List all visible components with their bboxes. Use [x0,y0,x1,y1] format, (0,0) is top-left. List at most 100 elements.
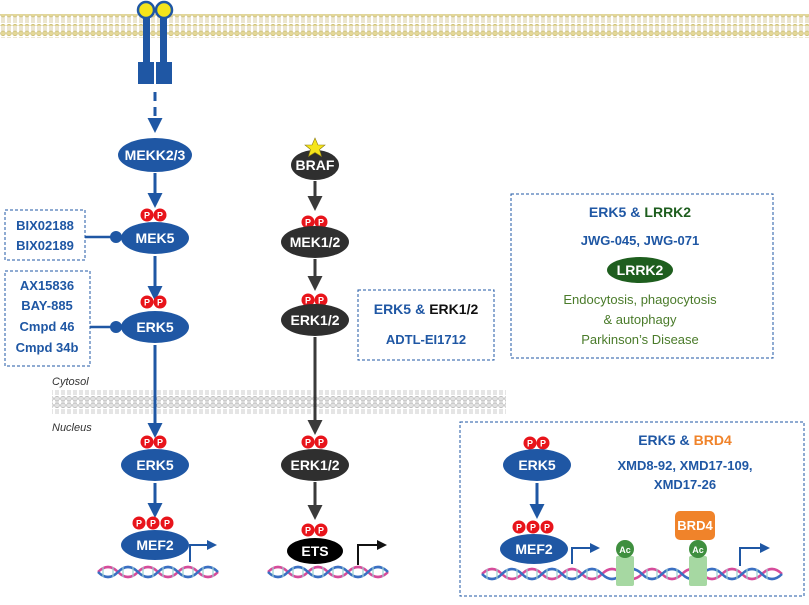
dual-erk-title-amp: & [415,301,425,317]
lrrk2-node [607,257,673,283]
brd4-panel-mef2-node [500,534,568,564]
phospho-label: P [318,526,324,536]
ets-node [287,538,343,564]
dna-helix-left [97,565,219,579]
mek5-node [121,222,189,254]
mek5-inhibitor-0: BIX02188 [16,218,74,233]
erk5-inhibitor-1: BAY-885 [21,298,73,313]
phospho-label: P [144,211,150,221]
mef2-transcription-arrow [189,540,217,562]
dual-brd4-title-amp: & [680,432,690,448]
erk5-inhibitor-2: Cmpd 46 [20,319,75,334]
brd4-panel-erk5-label: ERK5 [518,457,556,473]
brd4-panel-mef2-label: MEF2 [515,541,553,557]
phospho-label: P [157,438,163,448]
mek12-phospho-group: P P [301,215,328,229]
dual-lrrk2-title-amp: & [630,204,640,220]
phospho-label: P [305,296,311,306]
histone-block-left [616,556,634,586]
dual-brd4-compounds-1: XMD17-26 [654,477,716,492]
dual-lrrk2-box [510,193,774,359]
lrrk2-effect-0: Endocytosis, phagocytosis [563,292,717,307]
dual-lrrk2-compounds: JWG-045, JWG-071 [581,233,700,248]
phospho-label: P [540,439,546,449]
plasma-membrane [0,14,809,38]
brd4-mef2-phospho-group: P P P [512,520,554,534]
erk5-inhibition-head [110,321,122,333]
dual-erk-title-a: ERK5 [374,301,412,317]
mek12-label: MEK1/2 [290,234,341,250]
erk5-cytosol-label: ERK5 [136,319,174,335]
acetyl-mark-left [616,540,634,558]
acetyl-label-right: Ac [692,545,704,555]
erk5-inhibitor-3: Cmpd 34b [16,340,79,355]
dual-lrrk2-title: ERK5&LRRK2 [589,204,691,220]
lrrk2-effect-1: & autophagy [603,312,677,327]
mek5-inhibition-head [110,231,122,243]
phospho-label: P [157,211,163,221]
mef2-phospho-group: P P P [132,516,174,530]
mek5-phospho-group: P P [140,208,167,222]
phospho-label: P [516,523,522,533]
phospho-label: P [144,438,150,448]
mekk23-node [118,138,192,172]
ets-label: ETS [301,543,328,559]
phospho-label: P [318,296,324,306]
mek5-inhibitor-1: BIX02189 [16,238,74,253]
dual-erk-title: ERK5&ERK1/2 [374,301,479,317]
erk12-nucleus-node [281,449,349,481]
brd4-transcription-arrow [739,543,770,566]
erk12-cytosol-label: ERK1/2 [290,312,339,328]
erk12-phospho-group: P P [301,293,328,307]
dual-brd4-box [459,421,805,597]
braf-node [291,150,339,180]
dna-helix-middle [267,565,389,579]
mek5-label: MEK5 [136,230,175,246]
dual-erk-compound: ADTL-EI1712 [386,332,466,347]
ets-transcription-arrow [357,540,387,565]
erk5-nuc-phospho-group: P P [140,435,167,449]
erk5-nucleus-node [121,449,189,481]
mekk23-label: MEKK2/3 [125,147,186,163]
dual-erk-box [357,289,495,361]
mef2-label: MEF2 [136,537,174,553]
erk5-nucleus-label: ERK5 [136,457,174,473]
acetyl-mark-right [689,540,707,558]
phospho-label: P [136,519,142,529]
nucleus-label: Nucleus [52,422,92,434]
erk12-nuc-phospho-group: P P [301,435,328,449]
phospho-label: P [150,519,156,529]
acetyl-label-left: Ac [619,545,631,555]
brd4-label: BRD4 [677,518,713,533]
dual-lrrk2-title-b: LRRK2 [644,204,691,220]
phospho-label: P [157,298,163,308]
dual-brd4-title: ERK5&BRD4 [638,432,732,448]
mek5-inhibitor-box [4,209,86,261]
phospho-label: P [164,519,170,529]
mutation-star-icon [304,137,326,158]
brd4-erk5-phospho-group: P P [523,436,550,450]
phospho-label: P [530,523,536,533]
phospho-label: P [544,523,550,533]
erk5-inhibitor-0: AX15836 [20,278,74,293]
phospho-label: P [305,438,311,448]
lrrk2-effect-2: Parkinson’s Disease [581,332,699,347]
dual-brd4-title-a: ERK5 [638,432,676,448]
brd4-node [675,511,715,540]
mek12-node [281,226,349,258]
ets-phospho-group: P P [301,523,328,537]
dual-erk-title-b: ERK1/2 [429,301,478,317]
brd4-panel-mef2-transcription-arrow [571,543,600,564]
phospho-label: P [527,439,533,449]
histone-block-right [689,556,707,586]
receptor-icon [136,0,174,84]
erk12-cytosol-node [281,304,349,336]
phospho-label: P [305,218,311,228]
cytosol-label: Cytosol [52,376,89,388]
braf-label: BRAF [296,157,335,173]
brd4-panel-erk5-node [503,449,571,481]
phospho-label: P [305,526,311,536]
phospho-label: P [144,298,150,308]
erk5-phospho-group: P P [140,295,167,309]
